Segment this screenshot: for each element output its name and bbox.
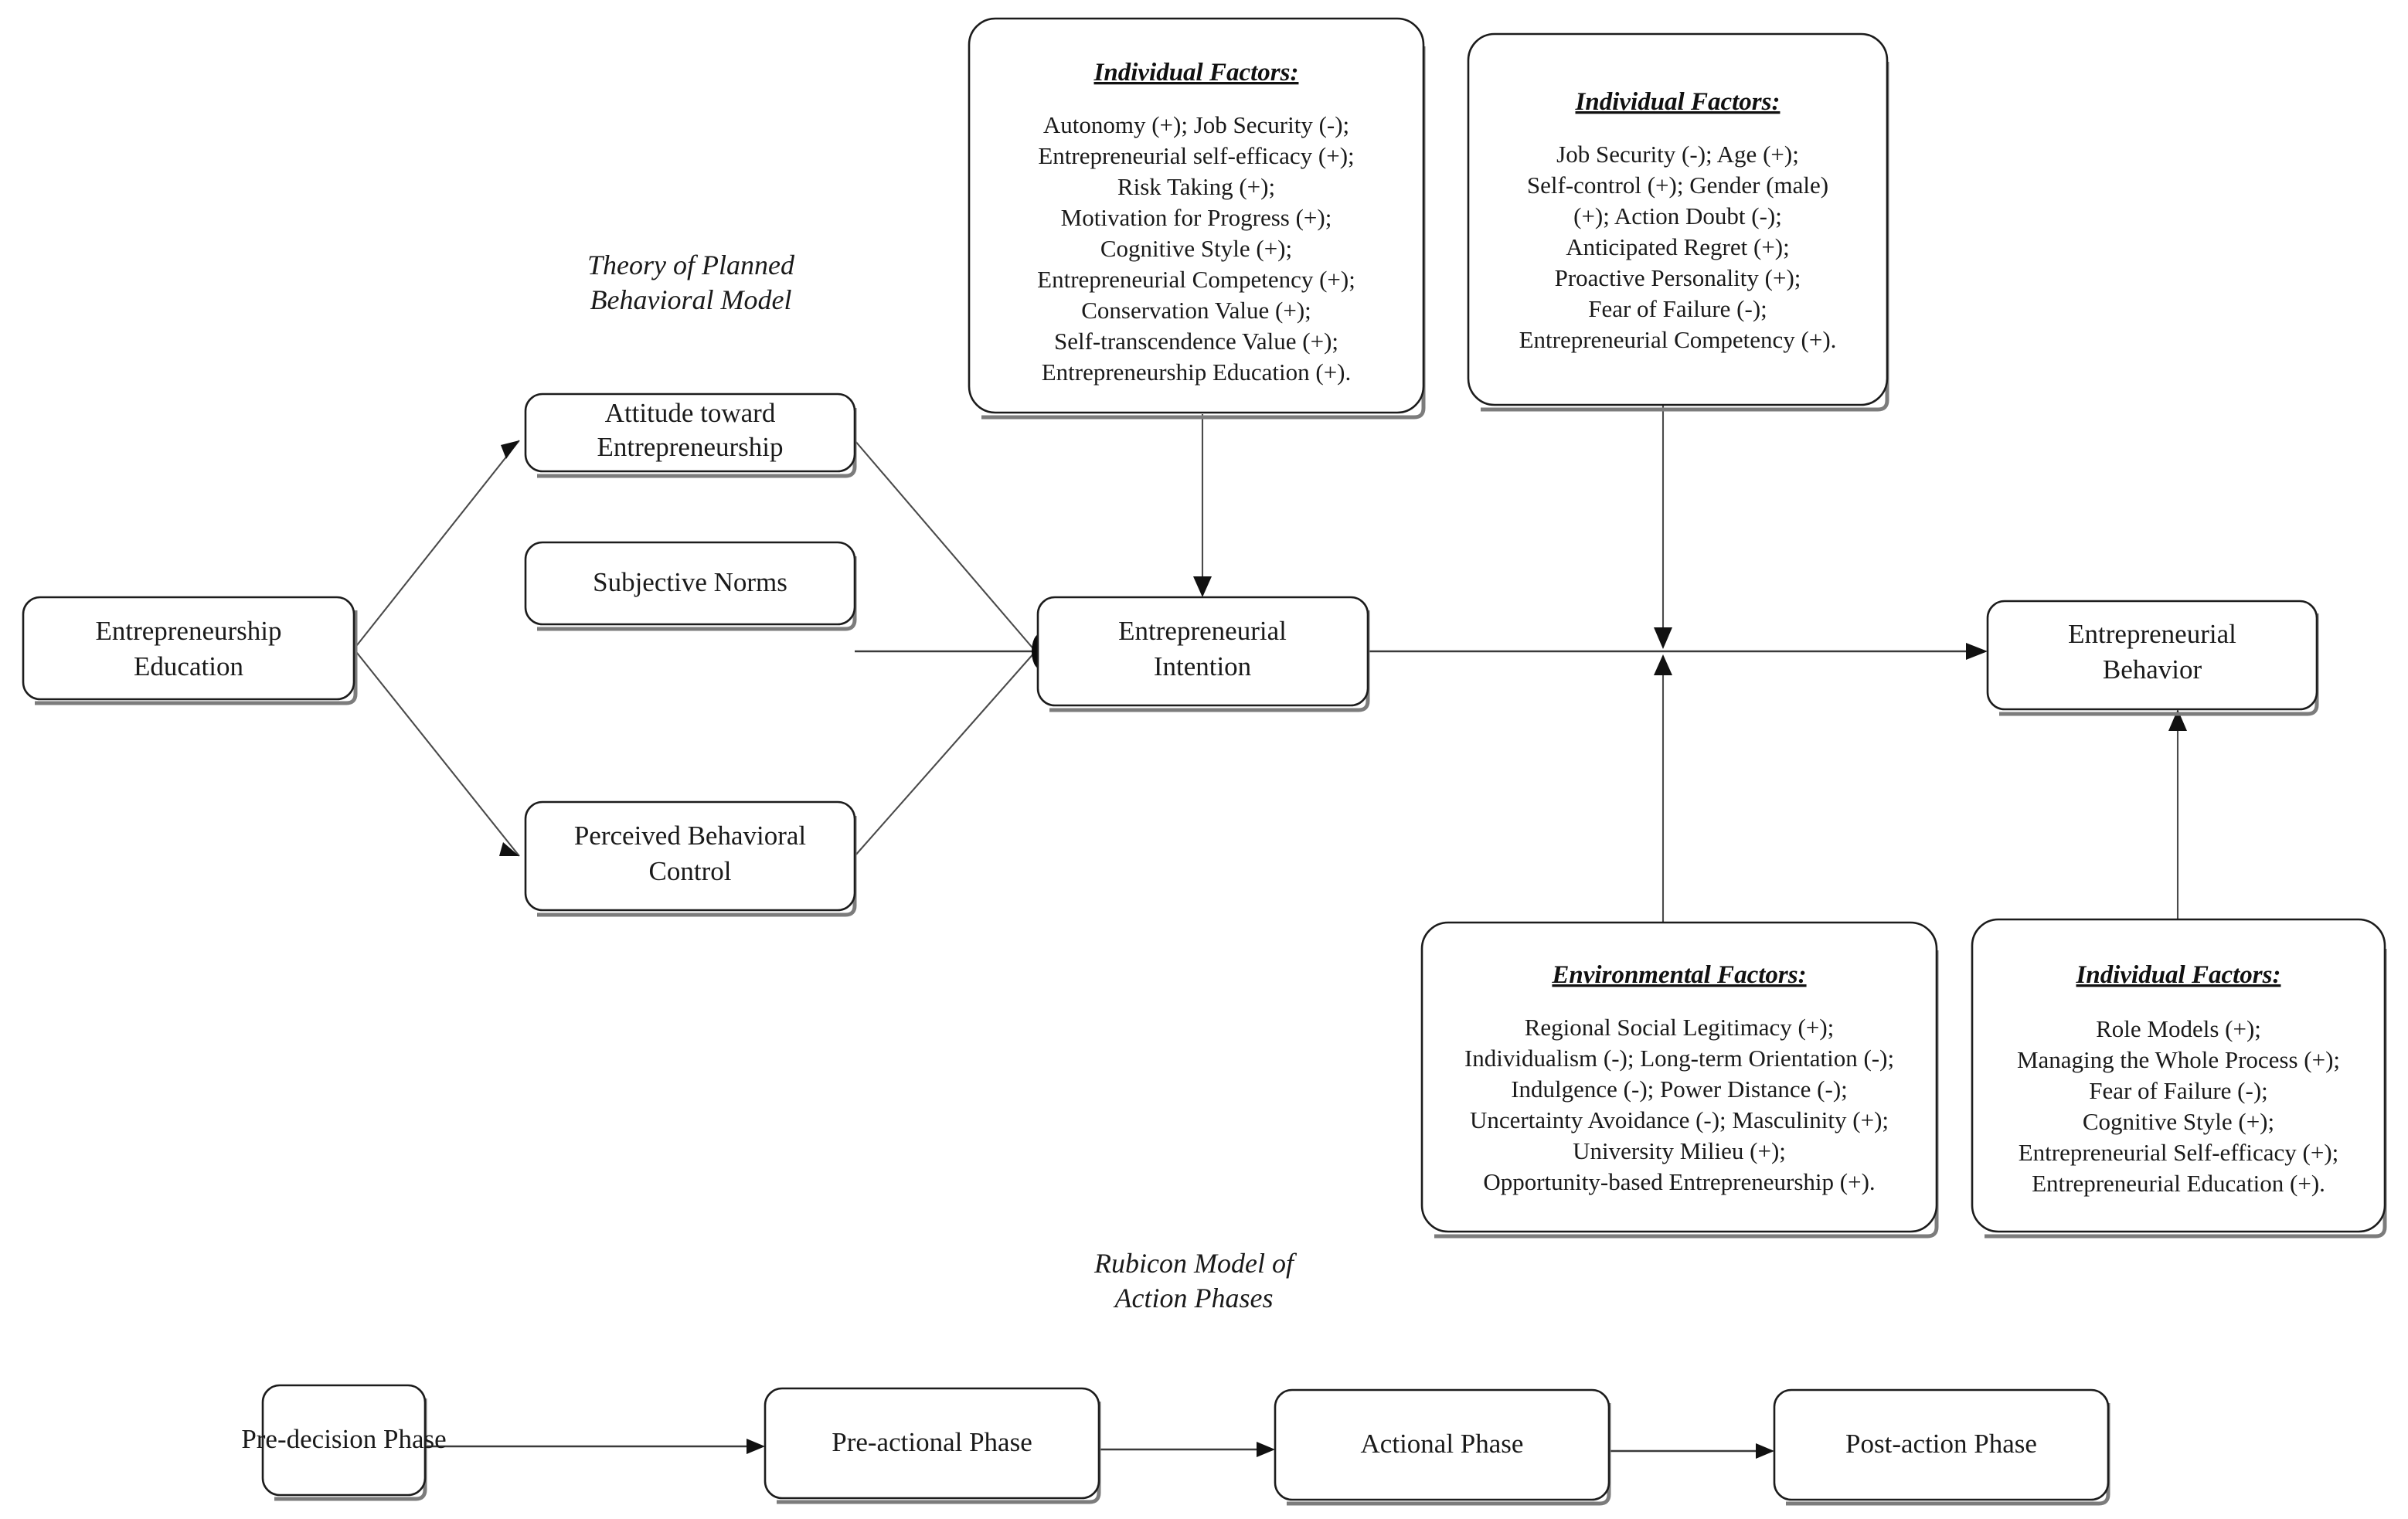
node-entrepreneurial-intention[interactable]: Entrepreneurial Intention bbox=[1036, 596, 1370, 712]
edge-education-to-attitude bbox=[353, 440, 520, 650]
node-entrepreneurial-behavior[interactable]: Entrepreneurial Behavior bbox=[1986, 600, 2319, 716]
factor-line: Anticipated Regret (+); bbox=[1566, 233, 1790, 260]
node-label-line: Entrepreneurship bbox=[95, 616, 281, 646]
model-label-line: Action Phases bbox=[1114, 1283, 1274, 1313]
factor-box-link-individual[interactable]: Individual Factors: Job Security (-); Ag… bbox=[1467, 32, 1889, 412]
edge-attitude-to-intention bbox=[854, 440, 1036, 652]
factor-box-link-environmental[interactable]: Environmental Factors: Regional Social L… bbox=[1420, 921, 1939, 1239]
factor-line: Cognitive Style (+); bbox=[1100, 235, 1292, 262]
node-subjective-norms[interactable]: Subjective Norms bbox=[524, 541, 857, 631]
node-entrepreneurship-education[interactable]: Entrepreneurship Education bbox=[22, 596, 358, 705]
model-label-line: Theory of Planned bbox=[587, 250, 795, 280]
node-label-line: Education bbox=[134, 651, 243, 681]
factor-line: Role Models (+); bbox=[2096, 1015, 2261, 1042]
factor-box-title: Individual Factors: bbox=[2076, 961, 2281, 989]
factor-line: Regional Social Legitimacy (+); bbox=[1525, 1014, 1835, 1041]
factor-line: Fear of Failure (-); bbox=[1588, 295, 1767, 322]
node-label-line: Entrepreneurial bbox=[1118, 616, 1287, 646]
factor-line: Uncertainty Avoidance (-); Masculinity (… bbox=[1470, 1106, 1889, 1133]
node-label-line: Entrepreneurial bbox=[2068, 619, 2236, 649]
edge-environmental-factors-moderator bbox=[1654, 654, 1672, 923]
node-phase-actional[interactable]: Actional Phase bbox=[1274, 1388, 1611, 1506]
factor-line: Cognitive Style (+); bbox=[2083, 1108, 2274, 1135]
edge-individual-factors-to-behavior bbox=[2168, 709, 2187, 919]
factor-line: Risk Taking (+); bbox=[1117, 173, 1275, 200]
phase-label: Actional Phase bbox=[1361, 1429, 1524, 1459]
factor-line: Entrepreneurship Education (+). bbox=[1042, 359, 1352, 386]
edge-individual-factors-moderator bbox=[1654, 405, 1672, 649]
factor-line: Entrepreneurial self-efficacy (+); bbox=[1038, 142, 1354, 169]
factor-box-title: Individual Factors: bbox=[1093, 59, 1299, 87]
edge-pbc-to-intention bbox=[854, 651, 1036, 857]
factor-line: Self-control (+); Gender (male) bbox=[1527, 172, 1828, 199]
factor-line: (+); Action Doubt (-); bbox=[1573, 202, 1782, 229]
phase-label: Pre-actional Phase bbox=[832, 1427, 1032, 1457]
factor-line: Self-transcendence Value (+); bbox=[1054, 328, 1338, 355]
edge-phase-2-to-3 bbox=[1099, 1442, 1275, 1457]
edge-intention-to-behavior bbox=[1368, 643, 1988, 660]
model-label-line: Behavioral Model bbox=[590, 284, 792, 315]
factor-line: Proactive Personality (+); bbox=[1555, 264, 1801, 291]
model-label-theory-of-planned-behavior: Theory of Planned Behavioral Model bbox=[587, 250, 795, 315]
factor-line: University Milieu (+); bbox=[1573, 1137, 1786, 1164]
node-label-line: Intention bbox=[1154, 651, 1251, 681]
node-label-line: Entrepreneurship bbox=[597, 432, 783, 462]
factor-line: Job Security (-); Age (+); bbox=[1556, 141, 1799, 168]
factor-line: Individualism (-); Long-term Orientation… bbox=[1464, 1045, 1894, 1072]
factor-line: Entrepreneurial Competency (+). bbox=[1519, 326, 1837, 353]
node-attitude-toward-entrepreneurship[interactable]: Attitude toward Entrepreneurship bbox=[524, 392, 857, 478]
phase-label: Pre-decision Phase bbox=[241, 1424, 446, 1454]
node-phase-post-action[interactable]: Post-action Phase bbox=[1773, 1388, 2110, 1506]
node-label-line: Subjective Norms bbox=[593, 567, 787, 597]
node-perceived-behavioral-control[interactable]: Perceived Behavioral Control bbox=[524, 800, 857, 917]
edge-phase-1-to-2 bbox=[425, 1439, 765, 1454]
model-label-line: Rubicon Model of bbox=[1093, 1248, 1298, 1279]
factor-line: Conservation Value (+); bbox=[1081, 297, 1311, 324]
node-label-line: Control bbox=[649, 856, 732, 886]
factor-line: Opportunity-based Entrepreneurship (+). bbox=[1483, 1168, 1875, 1195]
factor-line: Entrepreneurial Education (+). bbox=[2032, 1170, 2325, 1197]
phase-label: Post-action Phase bbox=[1845, 1429, 2037, 1459]
factor-line: Entrepreneurial Competency (+); bbox=[1037, 266, 1355, 293]
model-label-rubicon-model: Rubicon Model of Action Phases bbox=[1093, 1248, 1298, 1313]
edge-education-to-pbc bbox=[353, 648, 520, 857]
factor-line: Indulgence (-); Power Distance (-); bbox=[1511, 1076, 1848, 1103]
node-label-line: Attitude toward bbox=[605, 398, 776, 428]
node-label-line: Behavior bbox=[2103, 654, 2202, 685]
factor-line: Autonomy (+); Job Security (-); bbox=[1043, 111, 1349, 138]
node-phase-pre-actional[interactable]: Pre-actional Phase bbox=[764, 1387, 1101, 1504]
factor-box-title: Environmental Factors: bbox=[1551, 961, 1806, 989]
edge-individual-factors-to-intention bbox=[1193, 414, 1212, 597]
factor-line: Managing the Whole Process (+); bbox=[2017, 1046, 2340, 1073]
factor-line: Fear of Failure (-); bbox=[2089, 1077, 2268, 1104]
factor-line: Entrepreneurial Self-efficacy (+); bbox=[2019, 1139, 2339, 1166]
edge-phase-3-to-4 bbox=[1609, 1443, 1774, 1459]
factor-box-title: Individual Factors: bbox=[1575, 88, 1780, 116]
node-phase-pre-decision[interactable]: Pre-decision Phase bbox=[241, 1384, 447, 1501]
factor-line: Motivation for Progress (+); bbox=[1061, 204, 1332, 231]
factor-box-behavior-individual[interactable]: Individual Factors: Role Models (+); Man… bbox=[1971, 918, 2387, 1239]
edge-layer bbox=[353, 405, 2187, 1459]
factor-box-intention-individual[interactable]: Individual Factors: Autonomy (+); Job Se… bbox=[968, 17, 1426, 420]
node-label-line: Perceived Behavioral bbox=[574, 821, 807, 851]
